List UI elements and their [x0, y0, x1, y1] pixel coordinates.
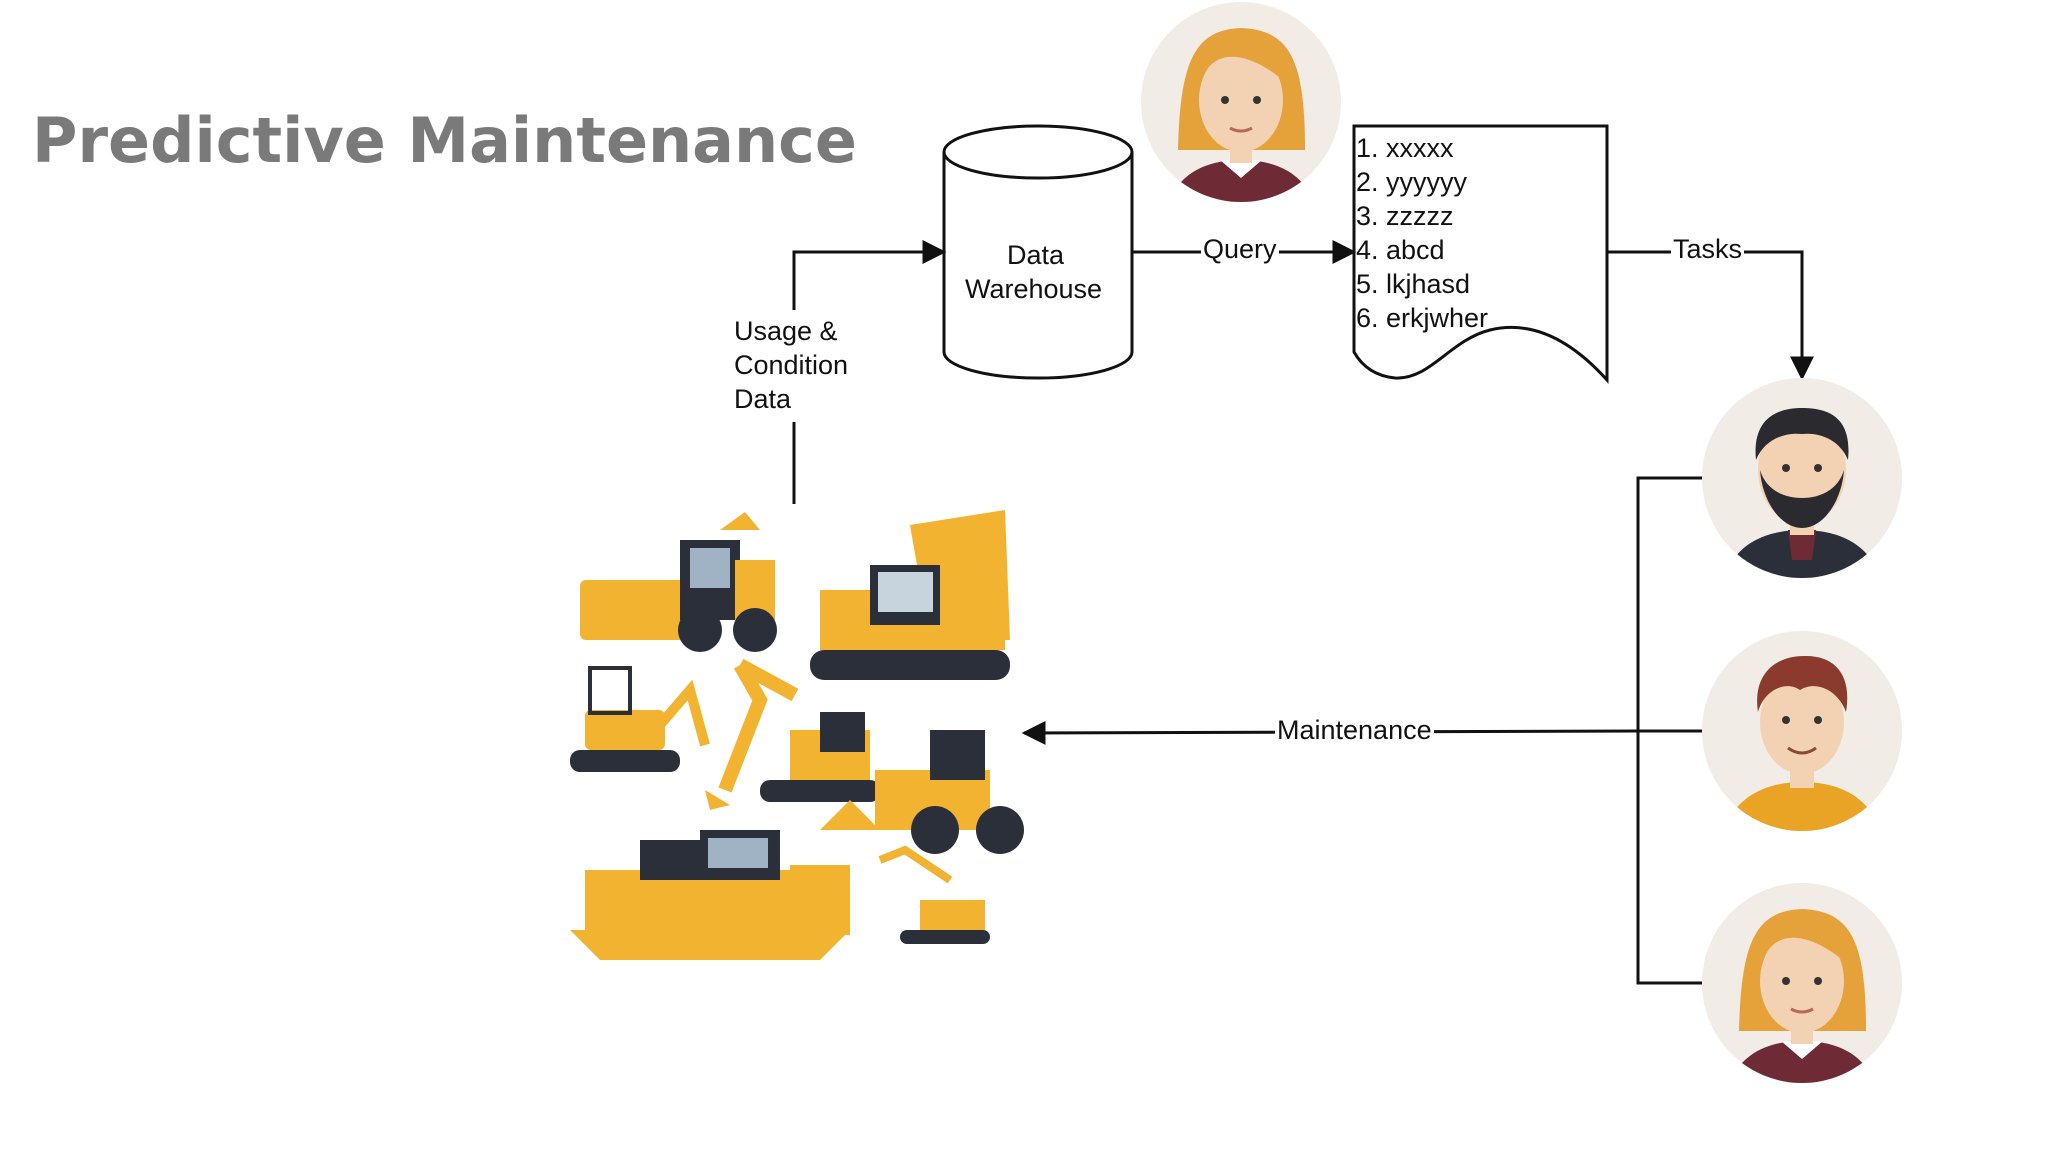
data-warehouse-cylinder	[942, 124, 1134, 380]
task-list-item: 4. abcd	[1356, 235, 1445, 265]
analyst-avatar-icon	[1141, 2, 1341, 202]
edge-usage-data	[792, 240, 947, 504]
edge-usage-label-line3: Data	[734, 384, 792, 414]
edge-maintenance-label: Maintenance	[1275, 715, 1434, 746]
technician-avatar-icon	[1702, 631, 1902, 831]
task-list-item: 2. yyyyyy	[1356, 167, 1468, 197]
slide-title: Predictive Maintenance	[32, 104, 857, 177]
task-list-item: 6. erkjwher	[1356, 303, 1489, 333]
data-warehouse-label-line2: Warehouse	[965, 274, 1103, 304]
task-list-item: 5. lkjhasd	[1356, 269, 1471, 299]
data-warehouse-label-line1: Data	[1007, 240, 1065, 270]
edge-query-label: Query	[1201, 234, 1279, 265]
edge-tasks	[1607, 250, 1814, 381]
task-document	[1352, 124, 1609, 384]
edge-usage-label-line2: Condition	[734, 350, 849, 380]
task-list-item: 1. xxxxx	[1356, 133, 1454, 163]
construction-machines-icon	[570, 510, 1024, 960]
task-list-item: 3. zzzzz	[1356, 201, 1454, 231]
edge-tasks-label: Tasks	[1671, 234, 1745, 265]
edge-usage-label-line1: Usage &	[734, 316, 838, 346]
technician-avatar-icon	[1702, 883, 1902, 1083]
technician-avatar-icon	[1702, 378, 1902, 578]
